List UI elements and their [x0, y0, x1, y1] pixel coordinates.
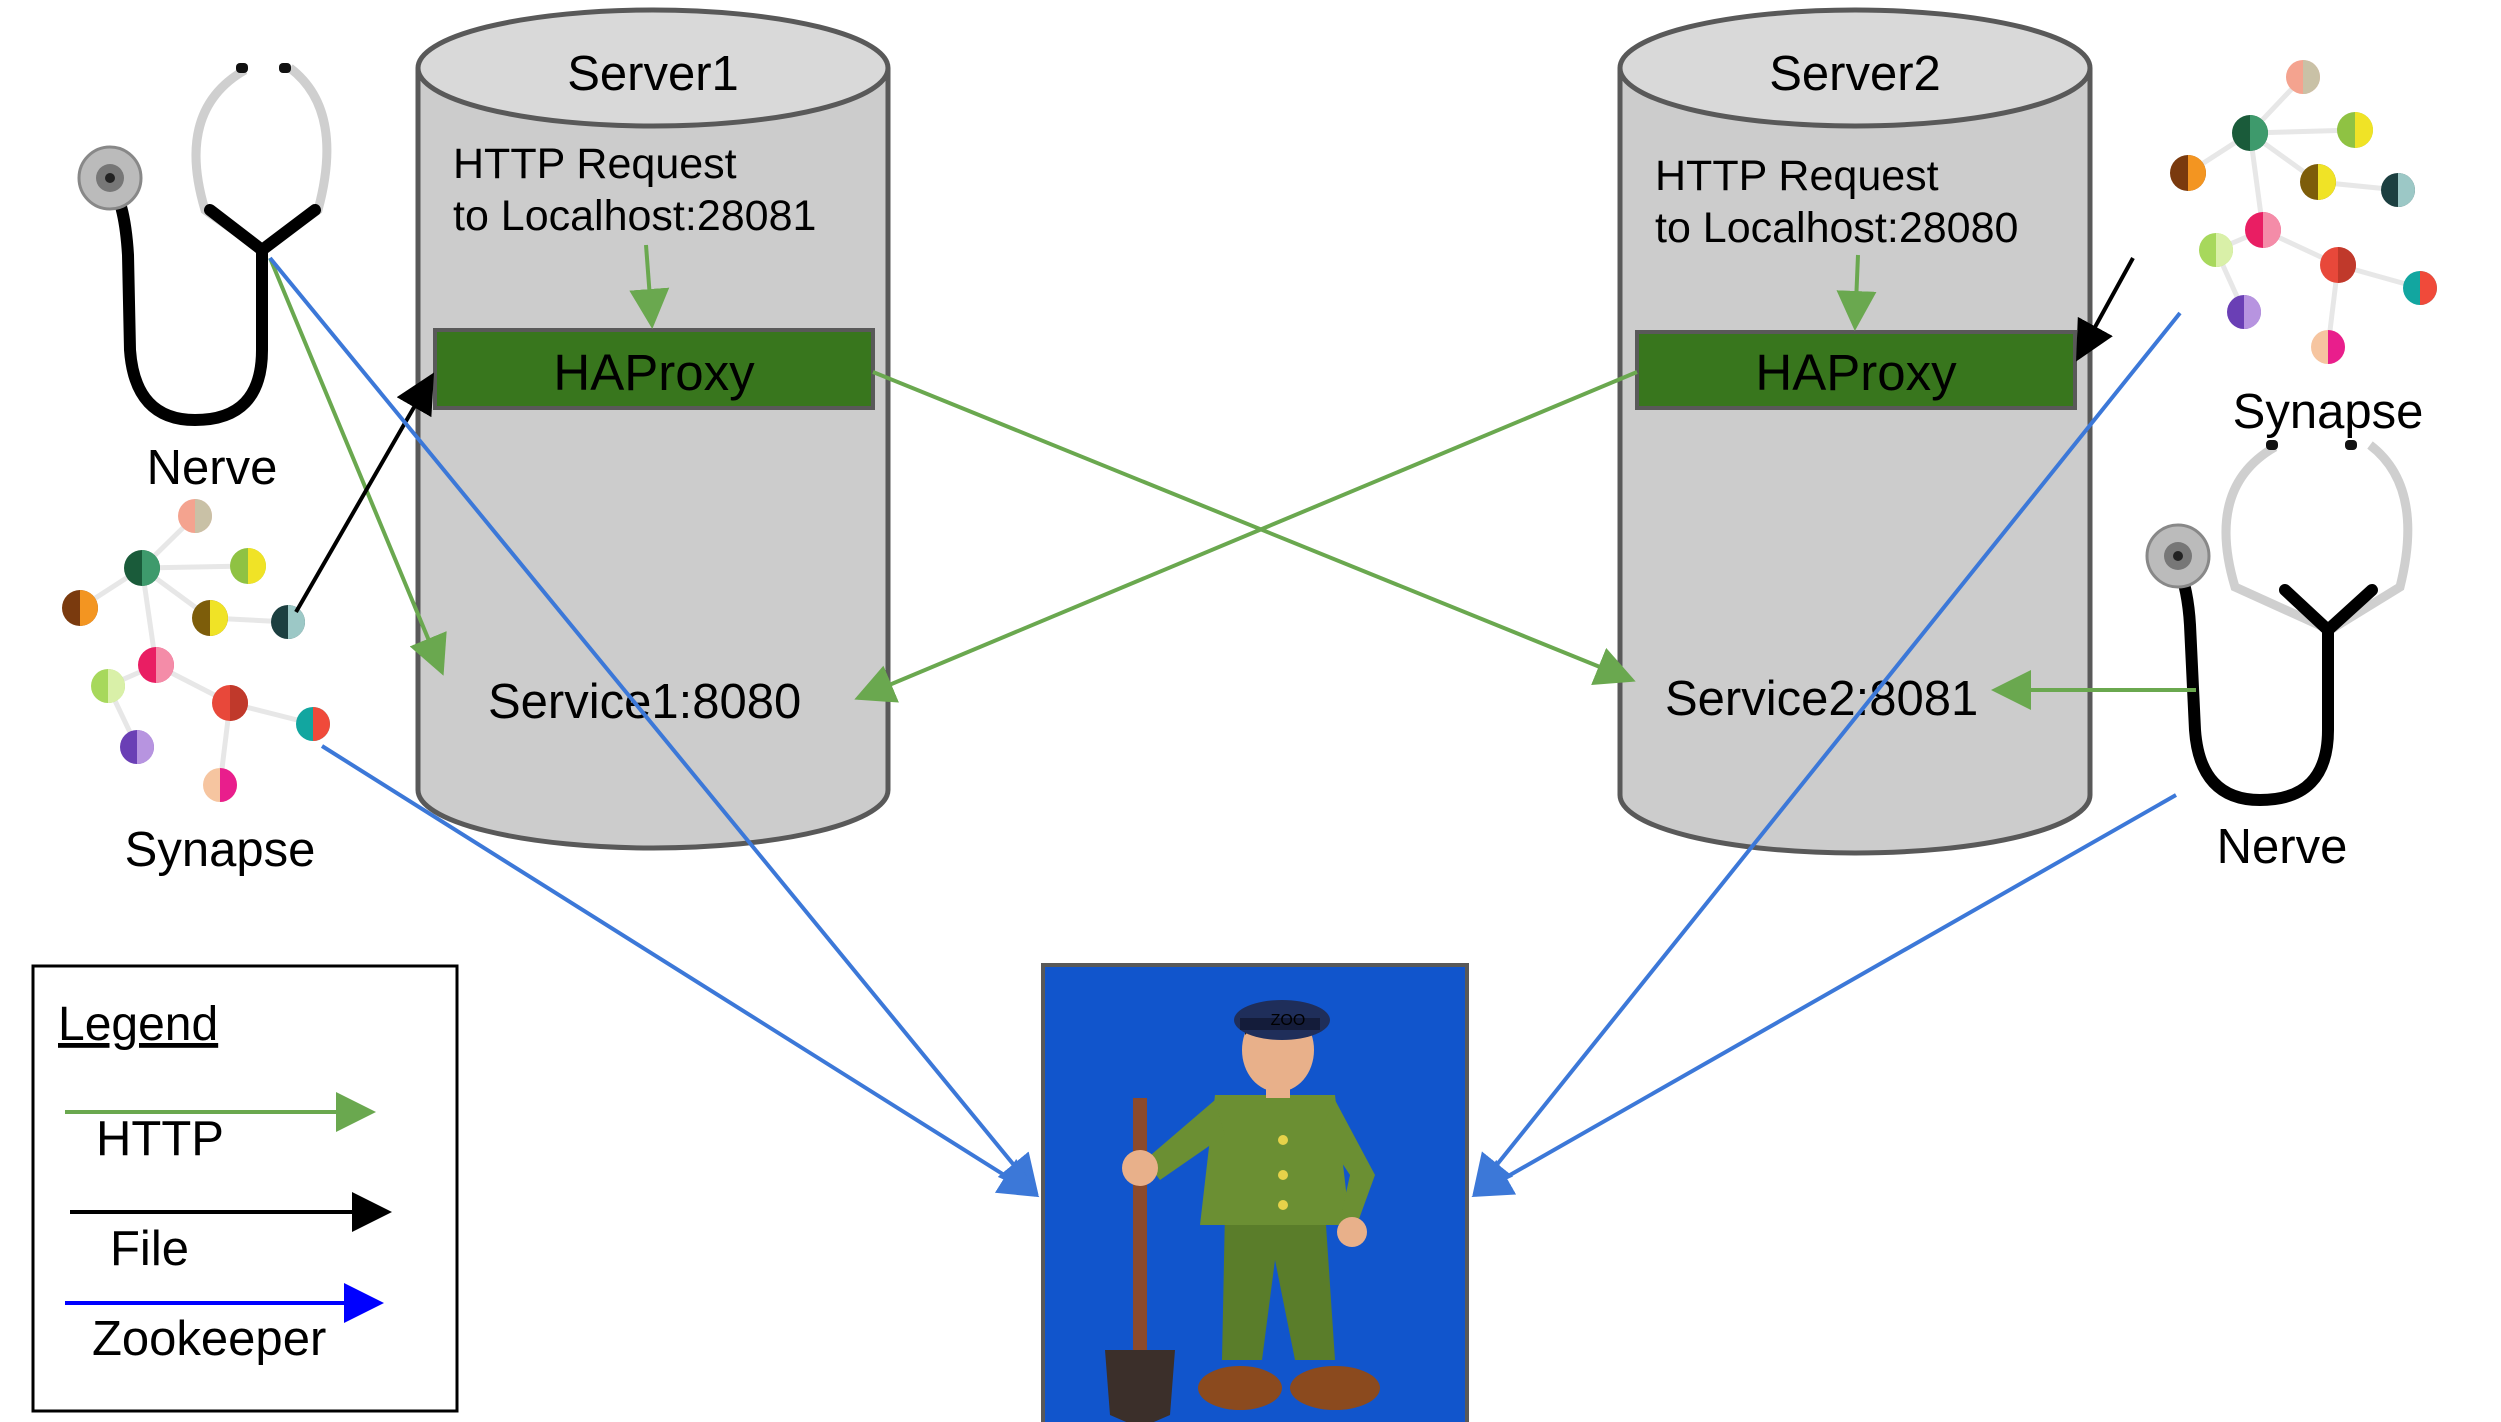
file-arrow-left-synapse-to-haproxy [294, 372, 434, 613]
http-arrow-server2-request-to-haproxy [1836, 254, 1877, 331]
server2-haproxy-label: HAProxy [1755, 344, 1957, 401]
svg-text:ZOO: ZOO [1271, 1012, 1306, 1029]
http-arrow-server1-haproxy-to-service2 [872, 370, 1636, 685]
server1-service-label: Service1:8080 [488, 675, 801, 729]
zookeeper-arrow-left-nerve [268, 256, 1039, 1196]
server2-title: Server2 [1769, 47, 1941, 101]
server2-cylinder: Server2 HTTP Request to Localhost:28080 … [1617, 7, 2093, 856]
server2-service-label: Service2:8081 [1665, 672, 1978, 726]
left-nerve-stethoscope-icon [77, 63, 332, 427]
right-nerve-label: Nerve [2217, 820, 2348, 874]
zookeeper-mascot-icon: ZOO [1105, 1000, 1380, 1422]
server2-request-line2: to Localhost:28080 [1655, 204, 2018, 252]
legend-title: Legend [58, 998, 218, 1051]
server1-title: Server1 [567, 47, 739, 101]
file-arrow-right-synapse-to-haproxy [2076, 257, 2135, 362]
http-arrow-server1-request-to-haproxy [629, 244, 670, 329]
arrows [268, 244, 2196, 1198]
server2-haproxy-box [1635, 330, 2077, 410]
right-nerve-stethoscope-icon [2145, 440, 2413, 807]
legend-http-label: HTTP [96, 1112, 224, 1166]
legend-box: Legend HTTP File Zookeeper [31, 964, 459, 1413]
left-synapse-label: Synapse [125, 823, 316, 877]
right-synapse-network-icon [2170, 60, 2437, 364]
zookeeper-arrow-right-nerve [1471, 793, 2177, 1197]
right-synapse-label: Synapse [2233, 385, 2424, 439]
zookeeper-box: ZOO [1041, 963, 1469, 1422]
zookeeper-arrow-left-synapse [320, 744, 1040, 1198]
server1-request-line1: HTTP Request [453, 140, 737, 188]
server1-cylinder: Server1 HTTP Request to Localhost:28081 … [415, 7, 891, 851]
legend-file-label: File [110, 1222, 189, 1276]
left-nerve-label: Nerve [147, 441, 278, 495]
server1-haproxy-label: HAProxy [553, 344, 755, 401]
http-arrow-left-nerve-to-service1 [268, 257, 447, 676]
server1-haproxy-box [433, 328, 875, 410]
http-arrow-server2-haproxy-to-service1 [854, 370, 1638, 703]
server2-request-line1: HTTP Request [1655, 152, 1939, 200]
left-synapse-network-icon [62, 499, 330, 802]
zookeeper-arrow-right-synapse [1472, 311, 2182, 1196]
legend-zookeeper-label: Zookeeper [92, 1312, 326, 1366]
server1-request-line2: to Localhost:28081 [453, 192, 816, 240]
